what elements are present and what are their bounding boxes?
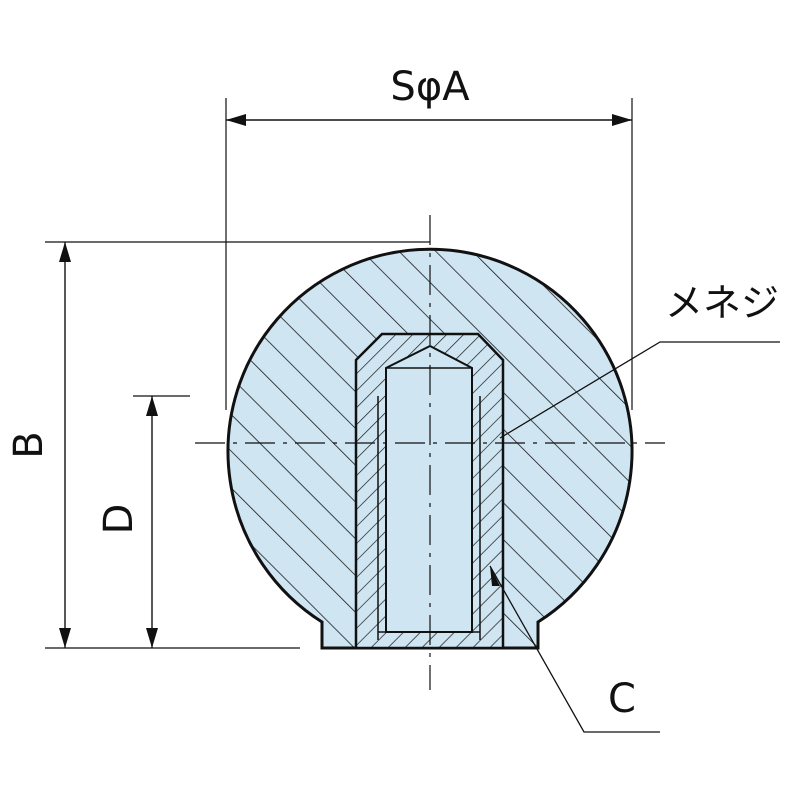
dim-d-arrow-bottom	[146, 628, 158, 648]
dim-a-arrow-right	[612, 114, 632, 126]
dim-d-arrow-top	[146, 396, 158, 416]
dim-label-height: B	[6, 431, 52, 458]
threaded-bore	[385, 344, 473, 633]
leader-female-thread	[499, 341, 780, 439]
leader-insert-arrow	[490, 566, 500, 586]
dim-label-thread-depth: D	[96, 504, 142, 535]
dim-a-arrow-left	[226, 114, 246, 126]
dim-b-arrow-bottom	[59, 628, 71, 648]
callout-insert: C	[608, 676, 636, 722]
callout-female-thread: メネジ	[665, 281, 779, 325]
dim-label-spherical-diameter: SφA	[390, 64, 470, 110]
leader-insert	[489, 565, 660, 733]
dim-b-arrow-top	[59, 242, 71, 262]
